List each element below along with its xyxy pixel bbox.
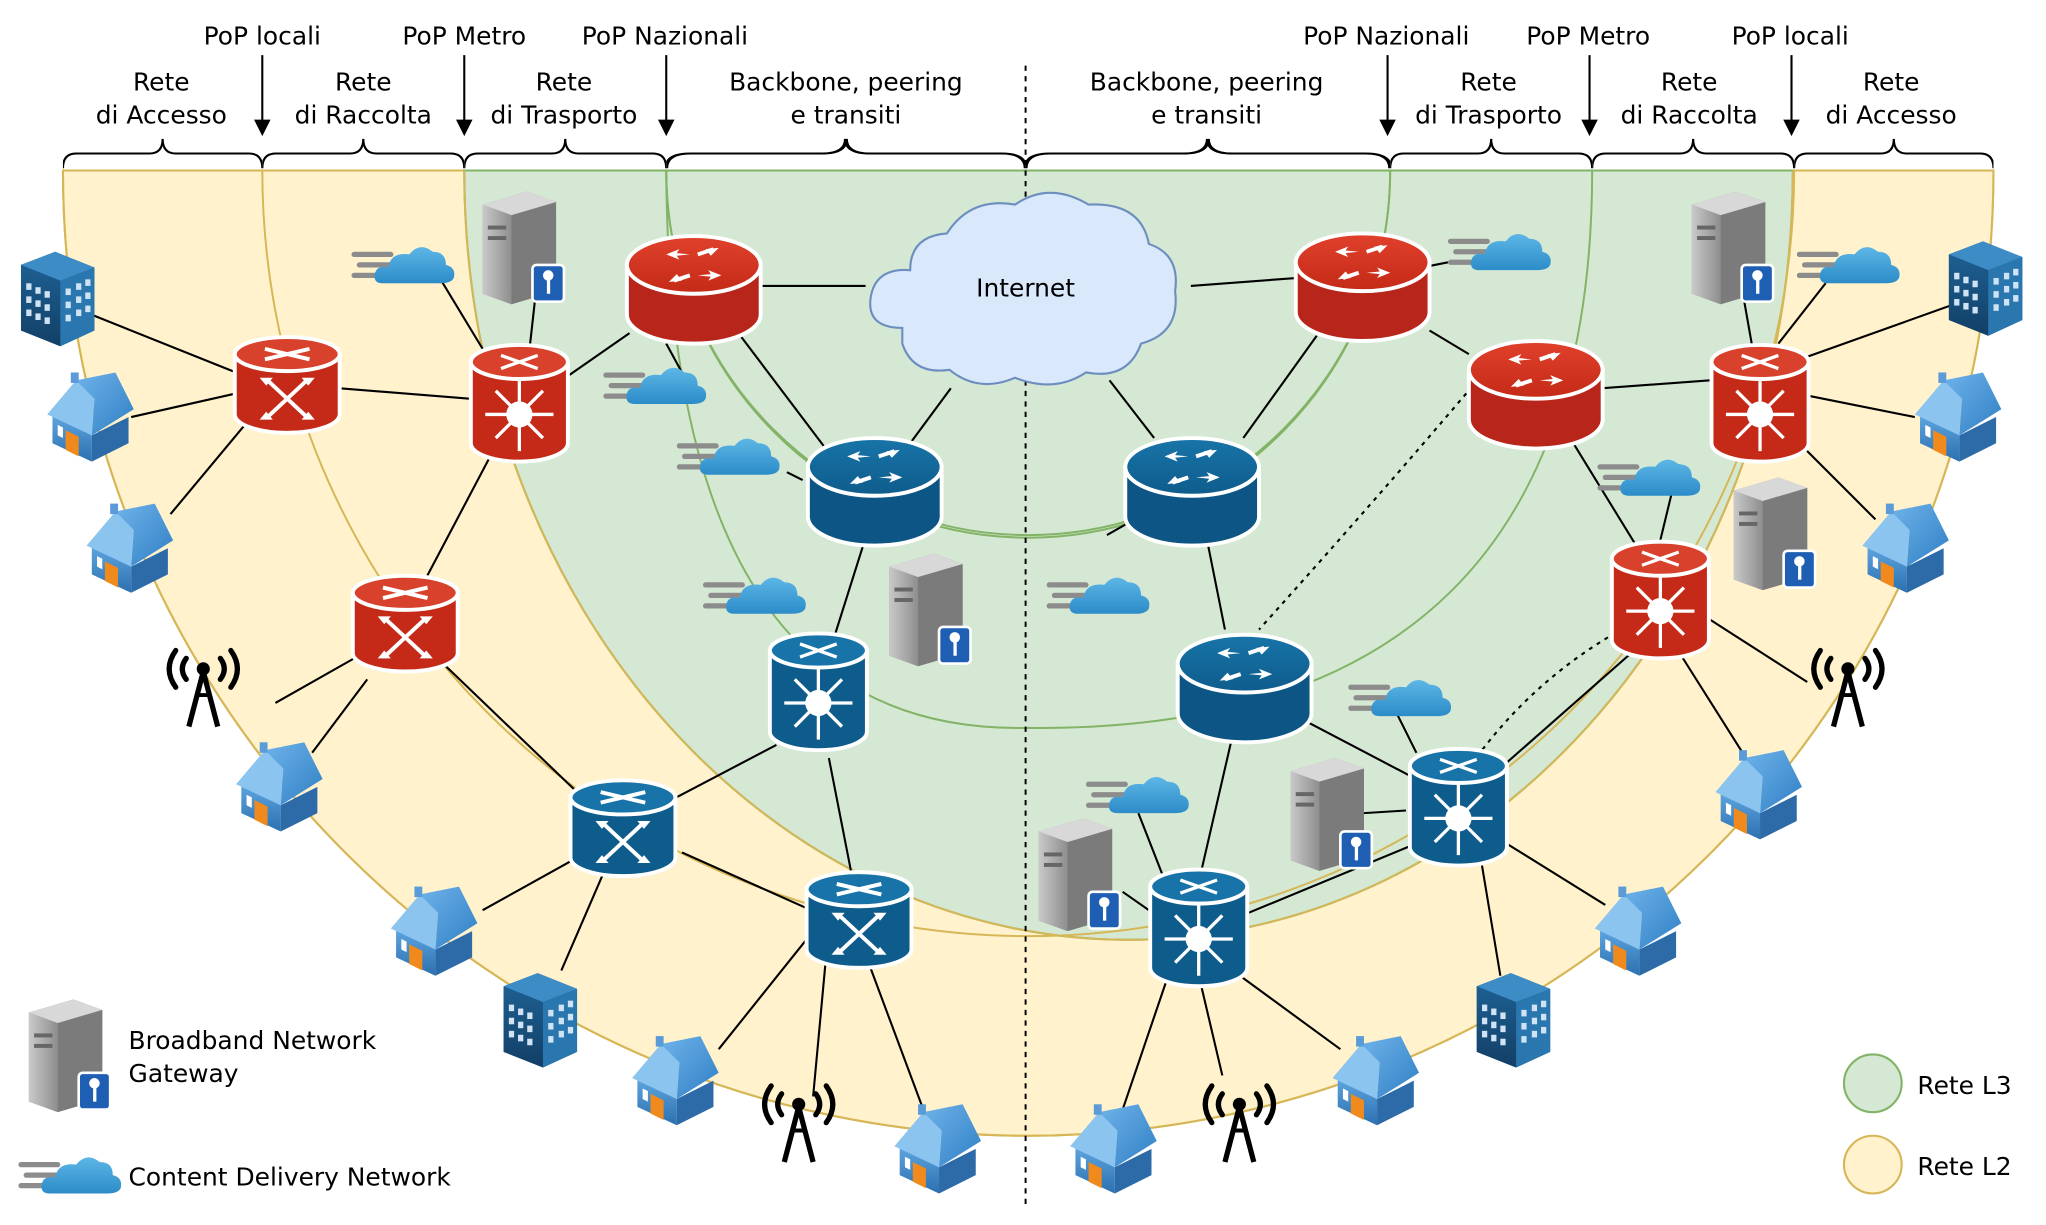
- internet-cloud-icon: Internet: [869, 191, 1177, 386]
- section-accesso-l1: Rete: [133, 67, 190, 96]
- section-accesso-l2: di Accesso: [96, 100, 227, 129]
- hub-router-icon: [1407, 746, 1509, 868]
- section-raccolta-r-l1: Rete: [1661, 67, 1718, 96]
- building-icon: [20, 251, 95, 347]
- legend-cdn-icon: [21, 1157, 121, 1193]
- hub-router-icon: [1148, 867, 1250, 989]
- router-icon: [1293, 231, 1432, 343]
- header-left: PoP locali PoP Metro PoP Nazionali Rete …: [96, 22, 963, 130]
- legend-bng-line2: Gateway: [129, 1059, 239, 1088]
- hub-router-icon: [468, 342, 570, 464]
- section-backbone-l2: e transiti: [790, 100, 901, 129]
- links: [91, 248, 1955, 1110]
- section-accesso-r-l2: di Accesso: [1826, 100, 1957, 129]
- section-trasporto-r-l1: Rete: [1460, 67, 1517, 96]
- section-trasporto-r-l2: di Trasporto: [1415, 100, 1562, 129]
- dotted-links: [1258, 392, 1609, 751]
- pop-locali-right: PoP locali: [1732, 22, 1849, 51]
- legend-server-icon: [27, 998, 112, 1114]
- legend-cdn-label: Content Delivery Network: [129, 1163, 452, 1192]
- legend-l2-swatch: [1842, 1134, 1903, 1195]
- header-right: PoP Nazionali PoP Metro PoP locali Backb…: [1090, 22, 1957, 130]
- router-icon: [1466, 339, 1605, 451]
- metro-switch-icon: [350, 573, 460, 674]
- header-braces: [62, 136, 1994, 171]
- building-icon: [1948, 241, 2023, 336]
- section-backbone-r-l1: Backbone, peering: [1090, 67, 1324, 96]
- legend-l3-swatch: [1842, 1053, 1903, 1114]
- legend-bng-line1: Broadband Network: [129, 1026, 377, 1055]
- section-raccolta-l2: di Raccolta: [295, 100, 432, 129]
- section-accesso-r-l1: Rete: [1863, 67, 1920, 96]
- server-icon: [1732, 476, 1817, 592]
- pop-metro-right: PoP Metro: [1526, 22, 1650, 51]
- server-icon: [1289, 756, 1374, 873]
- pop-arrows: [254, 55, 1800, 137]
- hub-router-icon: [1609, 539, 1711, 661]
- green-rings: [665, 170, 1594, 729]
- legend-l3-label: Rete L3: [1917, 1071, 2011, 1100]
- switch-icon: [804, 870, 914, 970]
- legend: Broadband Network Gateway Content Delive…: [21, 998, 2012, 1195]
- router-icon: [1175, 632, 1314, 745]
- section-backbone-l1: Backbone, peering: [729, 67, 963, 96]
- server-icon: [481, 190, 566, 306]
- server-icon: [887, 552, 972, 668]
- section-trasporto-l1: Rete: [536, 67, 593, 96]
- router-icon: [1123, 436, 1262, 548]
- server-icon: [1690, 190, 1775, 306]
- switch-icon: [568, 778, 678, 879]
- section-raccolta-l1: Rete: [335, 67, 392, 96]
- internet-label: Internet: [976, 273, 1075, 302]
- building-icon: [503, 973, 578, 1068]
- router-icon: [805, 436, 944, 548]
- metro-switch-icon: [232, 335, 342, 435]
- section-raccolta-r-l2: di Raccolta: [1621, 100, 1758, 129]
- hub-router-icon: [767, 631, 869, 753]
- legend-l2-label: Rete L2: [1917, 1152, 2011, 1181]
- server-icon: [1037, 817, 1122, 933]
- house-icon: [236, 742, 323, 832]
- pop-nazionali-right: PoP Nazionali: [1303, 22, 1469, 51]
- section-backbone-r-l2: e transiti: [1151, 100, 1262, 129]
- pop-metro-left: PoP Metro: [402, 22, 526, 51]
- building-icon: [1476, 973, 1551, 1068]
- hub-router-icon: [1709, 342, 1811, 464]
- pop-nazionali-left: PoP Nazionali: [582, 22, 748, 51]
- pop-locali-left: PoP locali: [204, 22, 321, 51]
- router-icon: [624, 234, 763, 346]
- section-trasporto-l2: di Trasporto: [490, 100, 637, 129]
